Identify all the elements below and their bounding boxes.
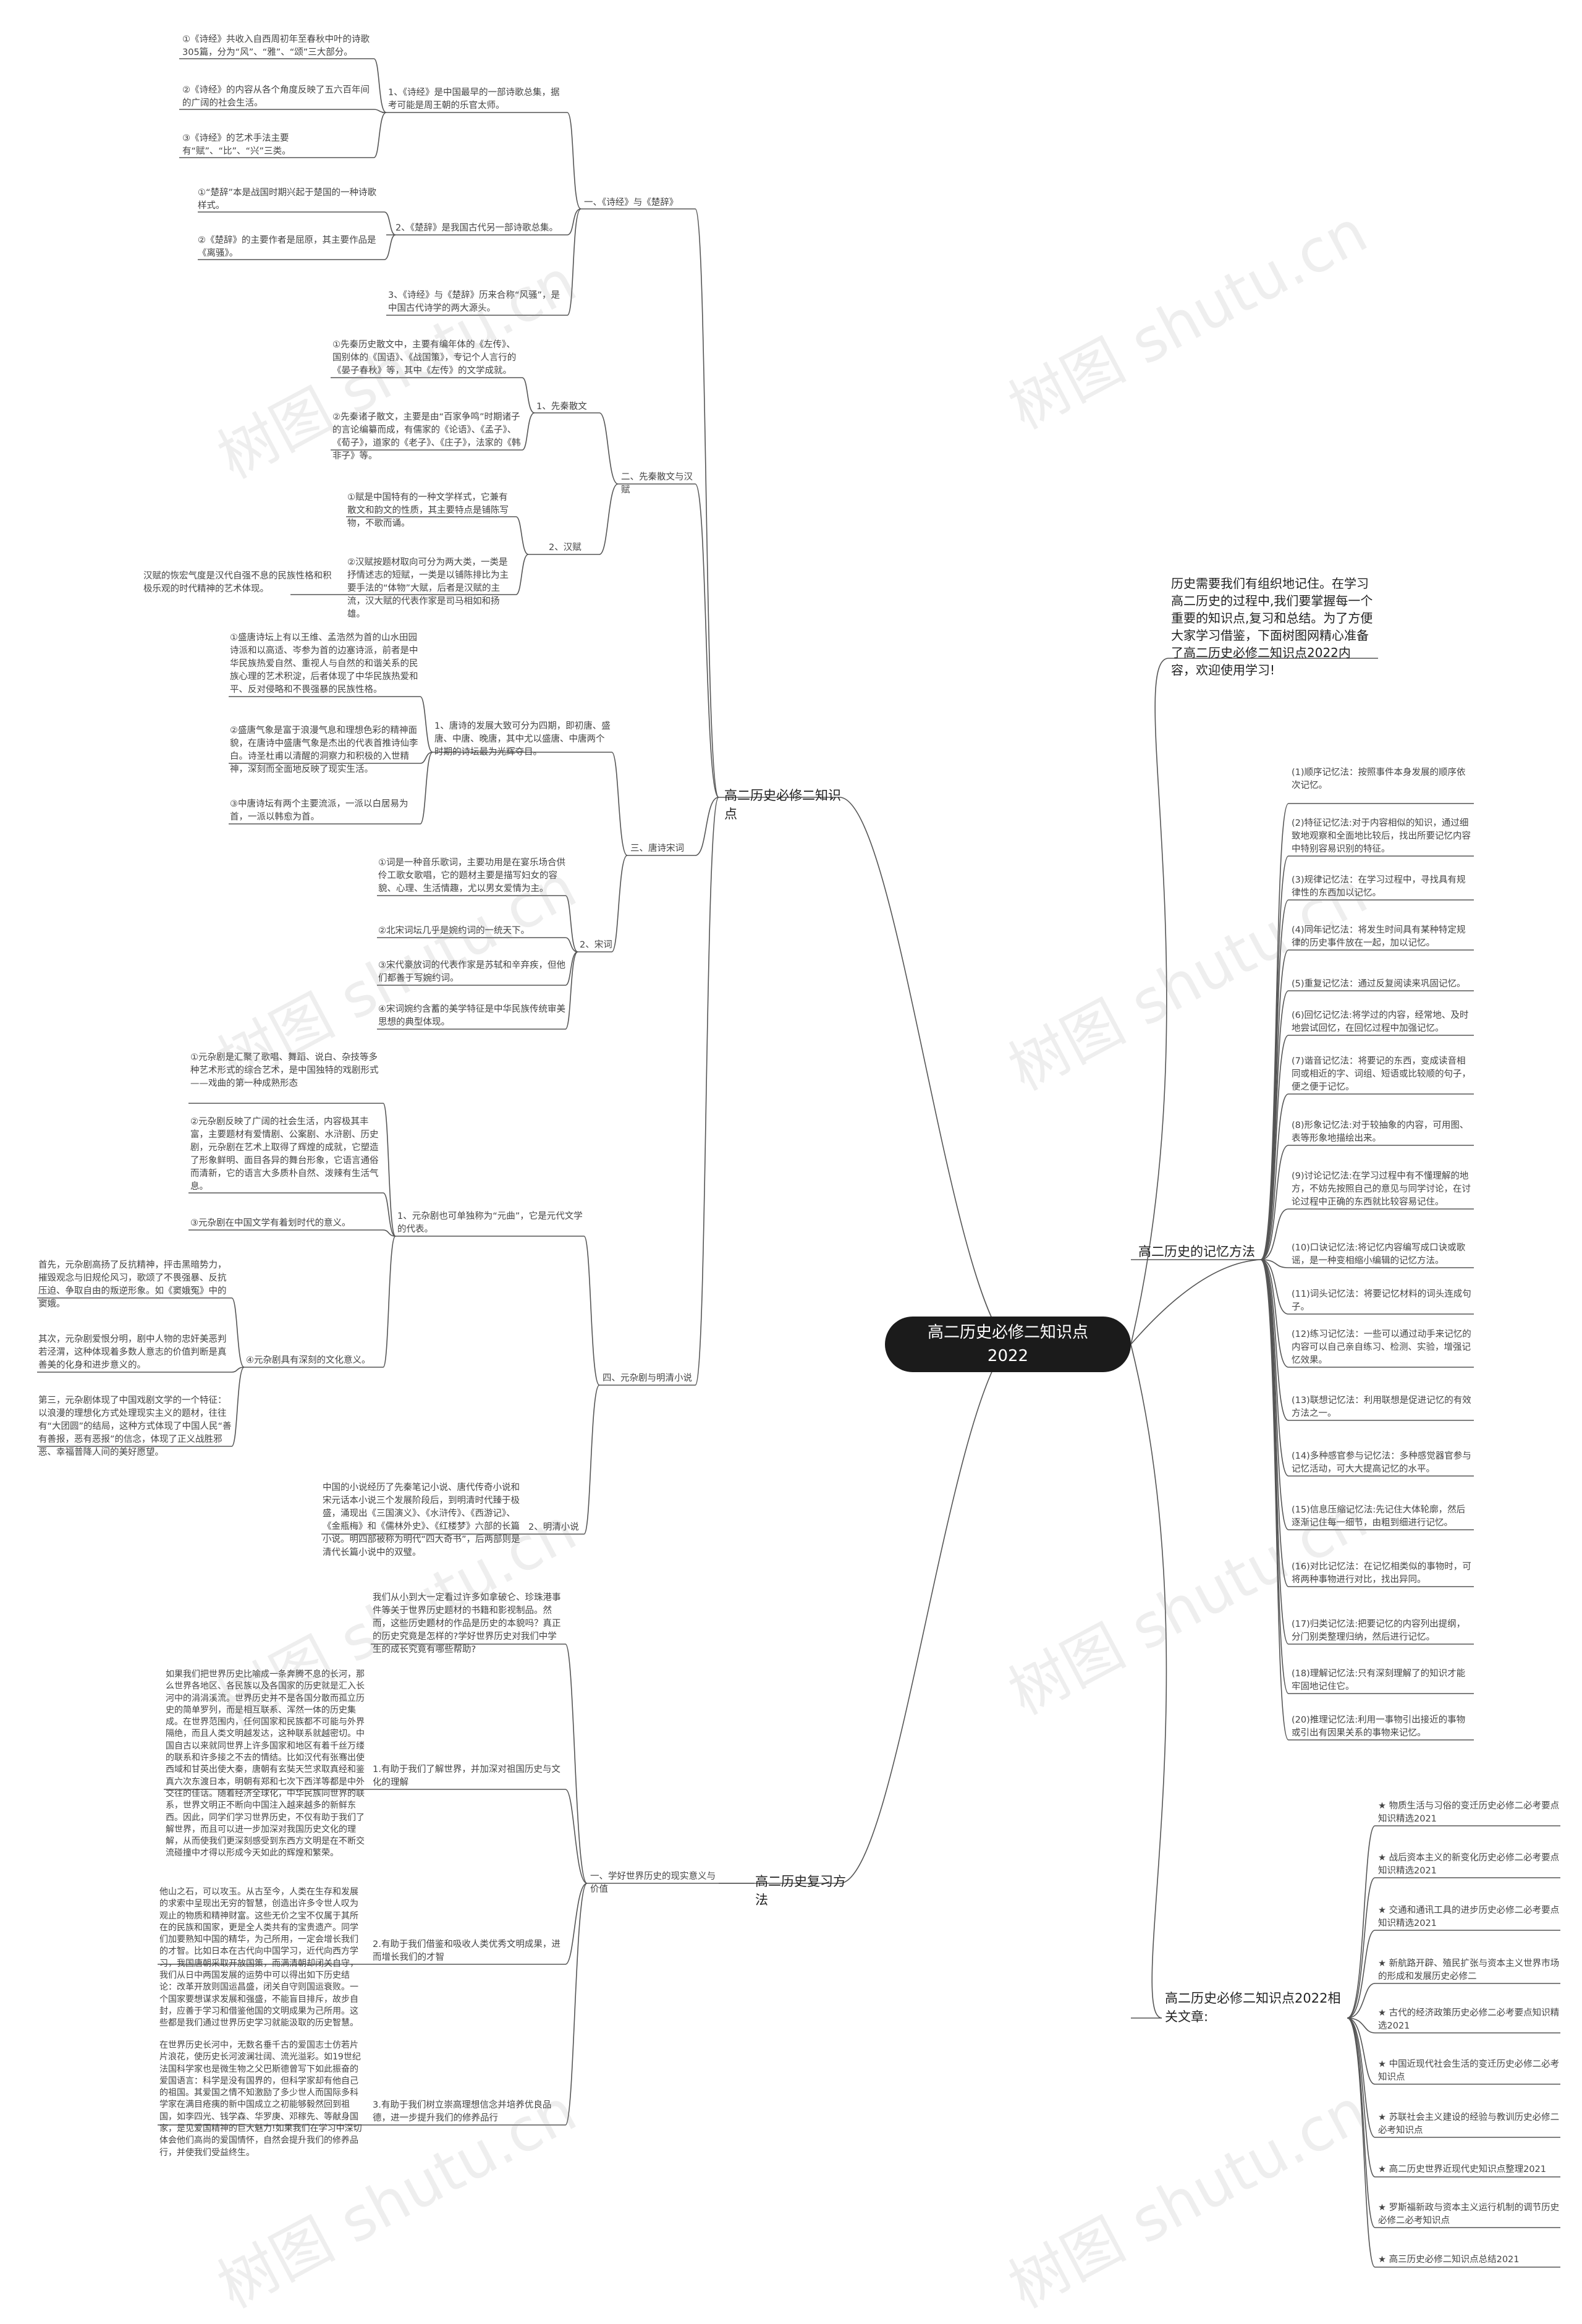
list-item: (17)归类记忆法:把要记忆的内容列出提纲，分门别类整理归纳，然后进行记忆。 xyxy=(1292,1619,1466,1642)
detail-item: ③宋代豪放词的代表作家是苏轼和辛弃疾，但他们都善于写婉约词。 xyxy=(378,961,565,983)
topic-learn-civilizations[interactable]: 2.有助于我们借鉴和吸收人类优秀文明成果，进而增长我们的才智 xyxy=(373,1940,560,1962)
list-item: (14)多种感官参与记忆法：多种感觉器官参与记忆活动，可大大提高记忆的水平。 xyxy=(1292,1451,1471,1474)
list-item: (5)重复记忆法：通过反复阅读来巩固记忆。 xyxy=(1292,979,1466,989)
detail-item: 汉赋的恢宏气度是汉代自强不息的民族性格和积极乐观的时代精神的艺术体现。 xyxy=(143,571,332,594)
topic-pre-qin-prose[interactable]: 1、先秦散文 xyxy=(536,402,587,412)
detail-item: ①词是一种音乐歌词，主要功用是在宴乐场合供伶工歌女歌唱，它的题材主要是描写妇女的… xyxy=(378,858,565,894)
list-item: (2)特征记忆法:对于内容相似的知识，通过细致地观察和全面地比较后，找出所要记忆… xyxy=(1292,818,1471,854)
detail-item: ②《诗经》的内容从各个角度反映了五六百年间的广阔的社会生活。 xyxy=(182,85,370,108)
topic-han-fu[interactable]: 2、汉赋 xyxy=(549,543,582,553)
topic-understand-world[interactable]: 1.有助于我们了解世界，并加深对祖国历史与文化的理解 xyxy=(373,1765,560,1788)
article-link[interactable]: ★ 交通和通讯工具的进步历史必修二必考要点知识精选2021 xyxy=(1378,1906,1560,1928)
list-item: (3)规律记忆法：在学习过程中，寻找具有规律性的东西加以记忆。 xyxy=(1292,875,1466,898)
topic-chuci[interactable]: 2、《楚辞》是我国古代另一部诗歌总集。 xyxy=(396,223,558,233)
list-item: (18)理解记忆法:只有深刻理解了的知识才能牢固地记住它。 xyxy=(1292,1669,1466,1692)
detail-item: ①先秦历史散文中，主要有编年体的《左传》、国别体的《国语》、《战国策》，专记个人… xyxy=(332,340,517,376)
list-item: (13)联想记忆法：利用联想是促进记忆的有效方法之一。 xyxy=(1292,1396,1471,1419)
detail-item: ②元杂剧反映了广阔的社会生活，内容极其丰富，主要题材有爱情剧、公案剧、水浒剧、历… xyxy=(190,1117,379,1192)
detail-item: ①赋是中国特有的一种文学样式，它兼有散文和韵文的性质，其主要特点是铺陈写物，不歌… xyxy=(347,493,509,528)
detail-item: ③《诗经》的艺术手法主要有“赋”、“比”、“兴”三类。 xyxy=(182,134,291,156)
list-item: (6)回忆记忆法:将学过的内容，经常地、及时地尝试回忆，在回忆过程中加强记忆。 xyxy=(1292,1011,1469,1033)
list-item: (20)推理记忆法:利用一事物引出接近的事物或引出有因果关系的事物来记忆。 xyxy=(1292,1715,1466,1738)
topic-moral-character[interactable]: 3.有助于我们树立崇高理想信念并培养优良品德，进一步提升我们的修养品行 xyxy=(373,2100,552,2123)
detail-item: ④元杂剧具有深刻的文化意义。 xyxy=(246,1355,371,1365)
central-topic[interactable]: 高二历史必修二知识点2022 xyxy=(885,1317,1131,1372)
list-item: (10)口诀记忆法:将记忆内容编写成口诀或歌谣，是一种变相缩小编辑的记忆方法。 xyxy=(1292,1243,1466,1266)
detail-item: ①《诗经》共收入自西周初年至春秋中叶的诗歌305篇，分为“风”、“雅”、“颂”三… xyxy=(182,35,370,57)
list-item: (9)讨论记忆法:在学习过程中有不懂理解的地方，不妨先按照自己的意见与同学讨论，… xyxy=(1292,1171,1471,1207)
list-item: (8)形象记忆法:对于较抽象的内容，可用图、表等形象地描绘出来。 xyxy=(1292,1121,1469,1143)
detail-item: ②汉赋按题材取向可分为两大类，一类是抒情述志的短赋，一类是以铺陈排比为主要手法的… xyxy=(347,558,509,619)
detail-item: ①“楚辞”本是战国时期兴起于楚国的一种诗歌样式。 xyxy=(198,188,377,211)
detail-item: 我们从小到大一定看过许多如拿破仑、珍珠港事件等关于世界历史题材的书籍和影视制品。… xyxy=(373,1593,561,1655)
topic-yuan-drama[interactable]: 1、元杂剧也可单独称为“元曲”，它是元代文学的代表。 xyxy=(397,1211,583,1234)
topic-tang-poetry[interactable]: 1、唐诗的发展大致可分为四期，即初唐、盛唐、中唐、晚唐，其中尤以盛唐、中唐两个时… xyxy=(434,721,611,757)
detail-item: 第三，元杂剧体现了中国戏剧文学的一个特征：以浪漫的理想化方式处理现实主义的题材，… xyxy=(38,1396,232,1457)
list-item: (1)顺序记忆法：按照事件本身发展的顺序依次记忆。 xyxy=(1292,768,1466,791)
detail-item: ②盛唐气象是富于浪漫气息和理想色彩的精神面貌，在唐诗中盛唐气象是杰出的代表首推诗… xyxy=(230,726,418,774)
detail-item: 中国的小说经历了先秦笔记小说、唐代传奇小说和宋元话本小说三个发展阶段后，到明清时… xyxy=(323,1483,520,1558)
list-item: (11)词头记忆法：将要记忆材料的词头连成句子。 xyxy=(1292,1289,1471,1312)
connector-lines xyxy=(37,58,1560,2268)
article-link[interactable]: ★ 高二历史世界近现代史知识点整理2021 xyxy=(1378,2165,1547,2174)
detail-item: ②北宋词坛几乎是婉约词的一统天下。 xyxy=(378,926,530,936)
detail-item: ①盛唐诗坛上有以王维、孟浩然为首的山水田园诗派和以高适、岑参为首的边塞诗派，前者… xyxy=(230,633,418,695)
intro-text: 历史需要我们有组织地记住。在学习高二历史的过程中,我们要掌握每一个重要的知识点,… xyxy=(1171,576,1373,677)
detail-item: ④宋词婉约含蓄的美学特征是中华民族传统审美思想的典型体现。 xyxy=(378,1004,565,1027)
section-yuan-ming-qing[interactable]: 四、元杂剧与明清小说 xyxy=(603,1373,692,1383)
list-item: (16)对比记忆法：在记忆相类似的事物时，可将两种事物进行对比，找出异同。 xyxy=(1292,1562,1471,1585)
article-link[interactable]: ★ 物质生活与习俗的变迁历史必修二必考要点知识精选2021 xyxy=(1378,1801,1560,1824)
article-link[interactable]: ★ 古代的经济政策历史必修二必考要点知识精选2021 xyxy=(1378,2008,1560,2031)
section-tang-song[interactable]: 三、唐诗宋词 xyxy=(630,844,684,854)
detail-item: 他山之石，可以攻玉。从古至今，人类在生存和发展的求索中呈现出无穷的智慧，创造出许… xyxy=(159,1887,358,2029)
topic-fengsao: 3、《诗经》与《楚辞》历来合称“风骚”，是中国古代诗学的两大源头。 xyxy=(388,290,560,313)
topic-ming-qing-novel[interactable]: 2、明清小说 xyxy=(528,1522,579,1532)
list-item: (7)谐音记忆法：将要记的东西，变成读音相同或相近的字、词组、短语或比较顺的句子… xyxy=(1292,1056,1471,1092)
branch-memory-methods[interactable]: 高二历史的记忆方法 xyxy=(1138,1244,1255,1259)
topic-shijing[interactable]: 1、《诗经》是中国最早的一部诗歌总集，据考可能是周王朝的乐官太师。 xyxy=(388,88,560,111)
detail-item: ②《楚辞》的主要作者是屈原，其主要作品是《离骚》。 xyxy=(198,235,376,258)
branch-review-methods[interactable]: 高二历史复习方法 xyxy=(755,1874,846,1907)
detail-item: 其次，元杂剧爱恨分明，剧中人物的忠奸美恶判若泾渭，这种体现着多数人意志的价值判断… xyxy=(38,1334,227,1370)
branch-related-articles[interactable]: 高二历史必修二知识点2022相关文章: xyxy=(1165,1991,1341,2024)
detail-item: 在世界历史长河中，无数名垂千古的爱国志士仿若片片浪花，使历史长河波澜壮阔、流光溢… xyxy=(159,2040,362,2158)
section-world-history[interactable]: 一、学好世界历史的现实意义与价值 xyxy=(590,1872,716,1894)
list-item: (12)练习记忆法：一些可以通过动手来记忆的内容可以自己亲自练习、检测、实验，增… xyxy=(1292,1330,1471,1365)
list-item: (4)同年记忆法：将发生时间具有某种特定规律的历史事件放在一起，加以记忆。 xyxy=(1292,925,1466,948)
section-shijing-chuci[interactable]: 一、《诗经》与《楚辞》 xyxy=(584,198,679,208)
detail-item: ③元杂剧在中国文学有着划时代的意义。 xyxy=(190,1218,351,1228)
detail-item: 如果我们把世界历史比喻成一条奔腾不息的长河，那么世界各地区、各民族以及各国家的历… xyxy=(166,1669,365,1859)
detail-item: 首先，元杂剧高扬了反抗精神，抨击黑暗势力，摧毁观念与旧规伦风习，歌颂了不畏强暴、… xyxy=(38,1260,227,1309)
article-link[interactable]: ★ 苏联社会主义建设的经验与教训历史必修二必考知识点 xyxy=(1378,2113,1560,2135)
article-link[interactable]: ★ 中国近现代社会生活的变迁历史必修二必考知识点 xyxy=(1378,2059,1560,2082)
section-prose-fu[interactable]: 二、先秦散文与汉赋 xyxy=(621,472,693,495)
topic-song-ci[interactable]: 2、宋词 xyxy=(580,940,612,950)
detail-item: ①元杂剧是汇聚了歌唱、舞蹈、说白、杂技等多种艺术形式的综合艺术，是中国独特的戏剧… xyxy=(190,1053,379,1088)
branch-knowledge-points[interactable]: 高二历史必修二知识点 xyxy=(724,788,841,821)
article-link[interactable]: ★ 高三历史必修二知识点总结2021 xyxy=(1378,2255,1520,2265)
article-link[interactable]: ★ 罗斯福新政与资本主义运行机制的调节历史必修二必考知识点 xyxy=(1378,2203,1560,2226)
detail-item: ②先秦诸子散文，主要是由“百家争鸣”时期诸子的言论编纂而成，有儒家的《论语》、《… xyxy=(332,412,521,461)
article-link[interactable]: ★ 新航路开辟、殖民扩张与资本主义世界市场的形成和发展历史必修二 xyxy=(1378,1959,1560,1982)
detail-item: ③中唐诗坛有两个主要流派，一派以白居易为首，一派以韩愈为首。 xyxy=(230,799,408,822)
list-item: (15)信息压缩记忆法:先记住大体轮廓，然后逐渐记住每一细节，由粗到细进行记忆。 xyxy=(1292,1505,1466,1528)
article-link[interactable]: ★ 战后资本主义的新变化历史必修二必考要点知识精选2021 xyxy=(1378,1853,1560,1876)
